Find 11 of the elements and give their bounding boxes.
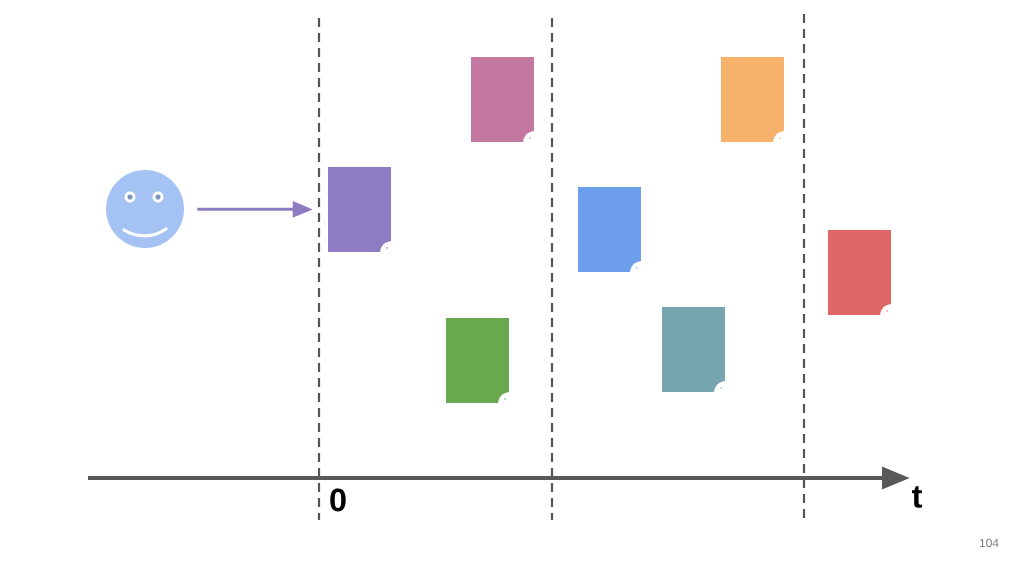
document-icon — [578, 187, 642, 273]
document-icon — [471, 56, 535, 143]
document-icon — [328, 167, 392, 253]
page-number: 104 — [979, 538, 999, 548]
document-icon — [446, 318, 510, 404]
axis-label: 0 — [330, 488, 346, 512]
document-icon — [662, 307, 726, 393]
axis-label: t — [912, 486, 922, 508]
smiley-face — [106, 170, 184, 248]
document-icon — [721, 56, 785, 143]
document-icon — [828, 230, 892, 316]
